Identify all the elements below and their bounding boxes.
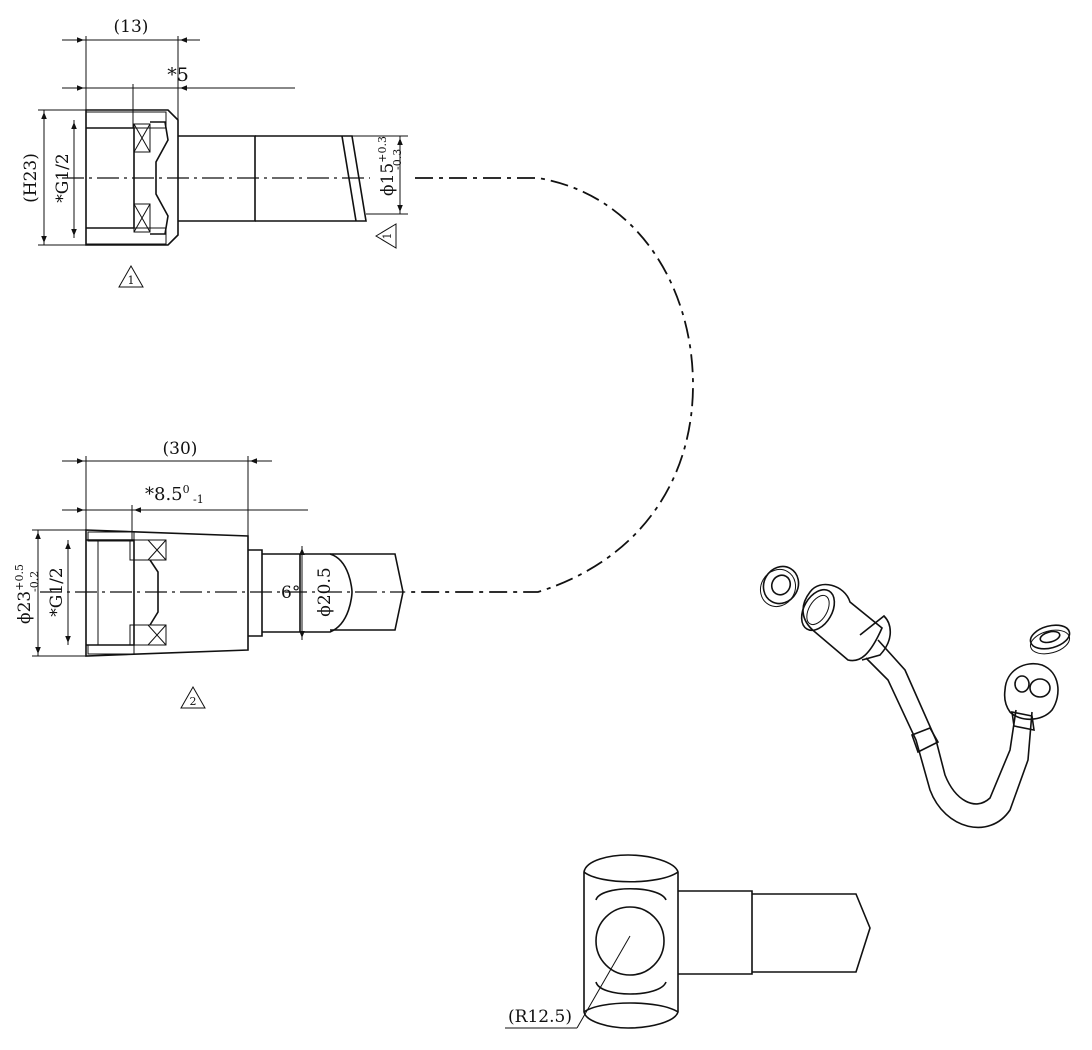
dim-205-label: ϕ20.5 <box>315 567 335 616</box>
washer-right <box>1029 624 1071 650</box>
angle-label: 6° <box>281 583 300 603</box>
dim-30-label: (30) <box>163 439 198 459</box>
dim-15-value: ϕ15 <box>378 163 398 196</box>
dim-15-tol-upper: +0.3 <box>376 136 389 163</box>
dim-85-tol-upper: 0 <box>183 483 190 496</box>
banjo-detail: (R12.5) <box>505 854 871 1029</box>
dim-15-tol-lower: -0.3 <box>391 149 404 170</box>
marker-2-text: 2 <box>190 695 197 708</box>
dim-23-tol-upper: +0.5 <box>13 564 26 591</box>
marker-triangle-1: 1 <box>118 264 144 288</box>
dim-g12-top-label: *G1/2 <box>53 153 73 202</box>
nut <box>802 583 883 662</box>
dim-13-label: (13) <box>114 17 149 37</box>
marker-triangle-2: 2 <box>180 685 206 709</box>
banjo-fitting <box>1003 663 1059 721</box>
bottom-fitting: (30) *8.50 -1 ϕ23+0.5 -0.2 *G1/2 6° ϕ20.… <box>13 439 405 709</box>
dim-15-label: ϕ15+0.3 <box>376 136 398 196</box>
dim-r125-label: (R12.5) <box>508 1007 572 1027</box>
isometric-assembly <box>759 565 1071 829</box>
dim-23-tol-lower: -0.2 <box>28 571 41 592</box>
top-fitting: (13) *5 (H23) *G1/2 ϕ15+0.3 -0.3 1 <box>21 17 408 288</box>
washer-left <box>762 565 800 605</box>
dim-g12-bottom-label: *G1/2 <box>47 567 67 616</box>
dim-85-value: *8.5 <box>145 484 183 505</box>
dim-5-label: *5 <box>167 64 189 86</box>
dim-h23-label: (H23) <box>21 153 41 203</box>
hose-path <box>405 177 694 593</box>
dim-23-label: ϕ23+0.5 <box>13 564 35 624</box>
marker-1-rotated-text: 1 <box>381 233 394 240</box>
dim-23-value: ϕ23 <box>15 591 35 624</box>
marker-1-text: 1 <box>128 274 135 287</box>
marker-triangle-1-rotated: 1 <box>375 223 397 249</box>
dim-85-label: *8.50 <box>145 483 190 505</box>
dim-85-tol-lower: -1 <box>193 493 204 506</box>
